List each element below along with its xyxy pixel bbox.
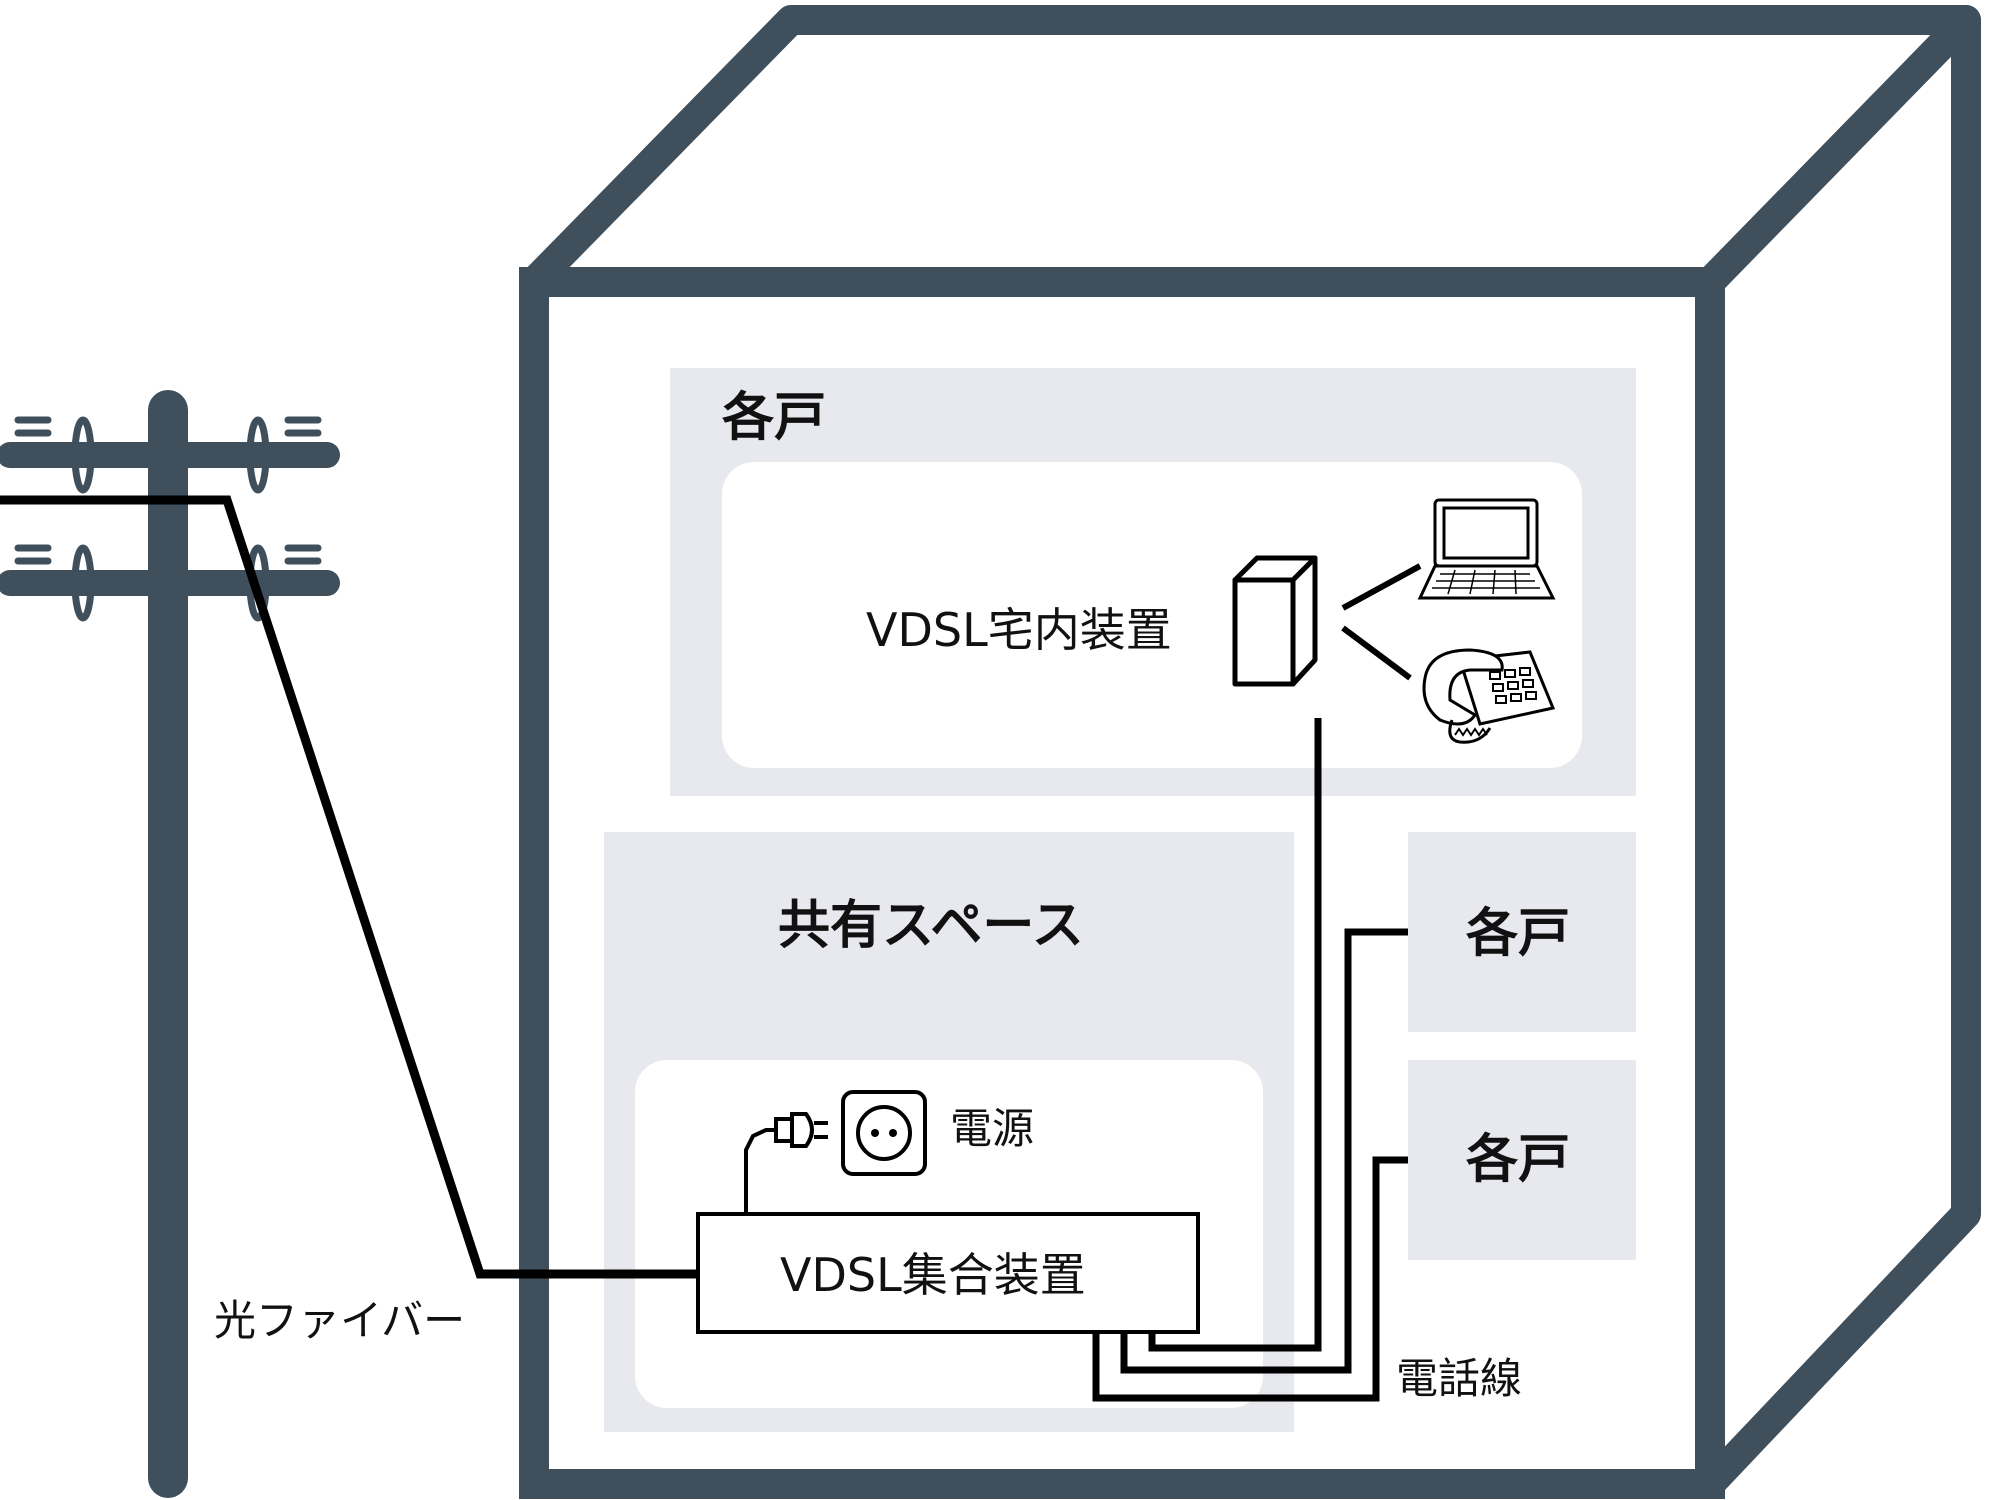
- power-plug-icon: [774, 1112, 828, 1148]
- unit-right-1-panel: [1408, 832, 1636, 1032]
- power-outlet-icon: [841, 1090, 927, 1176]
- unit-right-1-label: 各戸: [1466, 904, 1571, 964]
- unit-top-label: 各戸: [722, 388, 827, 448]
- laptop-link: [1341, 563, 1422, 611]
- telephone-icon: [1422, 648, 1556, 744]
- utility-pole-icon: [0, 390, 340, 1498]
- unit-right-2-label: 各戸: [1466, 1130, 1571, 1190]
- vdsl-home-device-label: VDSL宅内装置: [866, 603, 1172, 657]
- vdsl-central-device-label: VDSL集合装置: [780, 1248, 1086, 1302]
- power-cord: [744, 1128, 775, 1214]
- modem-icon: [1232, 555, 1318, 687]
- optical-fiber-line: [0, 495, 698, 1279]
- phone-lines: [1092, 718, 1408, 1402]
- shared-space-label: 共有スペース: [778, 896, 1084, 956]
- phone-link: [1341, 625, 1412, 681]
- laptop-icon: [1417, 498, 1556, 600]
- unit-right-2-panel: [1408, 1060, 1636, 1260]
- unit-top-inner-box: [722, 462, 1582, 768]
- vdsl-central-device-box: [696, 1212, 1200, 1334]
- power-label: 電源: [950, 1104, 1035, 1153]
- optical-fiber-label: 光ファイバー: [214, 1296, 466, 1345]
- phone-line-label: 電話線: [1396, 1354, 1523, 1403]
